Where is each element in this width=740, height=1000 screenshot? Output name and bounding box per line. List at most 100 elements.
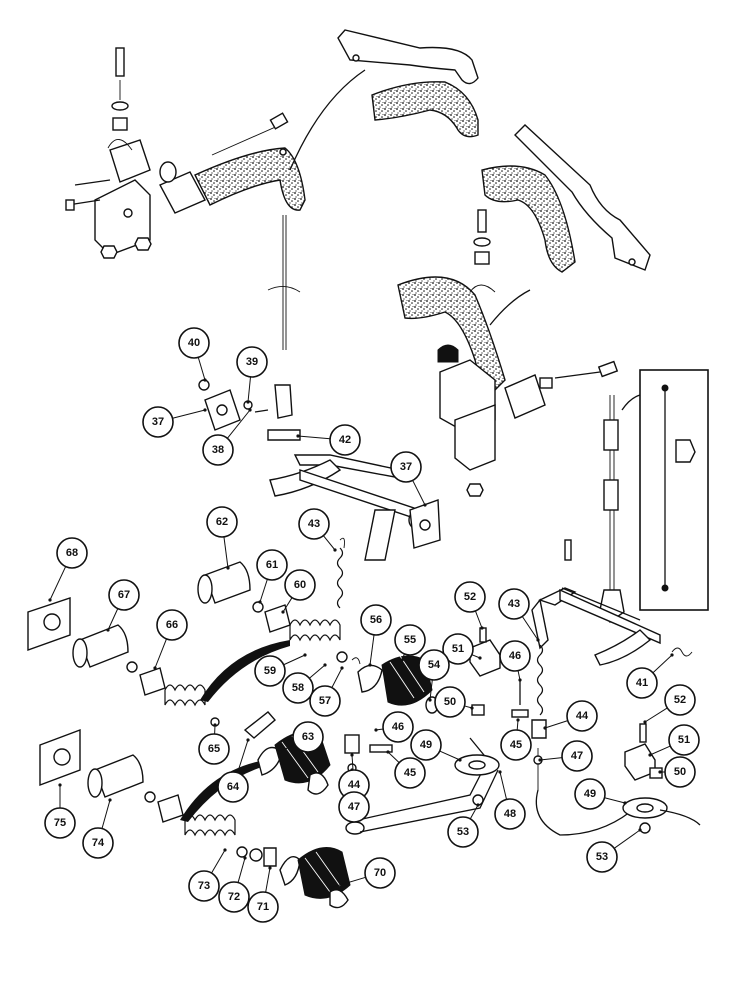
callout-44: 44 [566, 700, 598, 732]
callout-circle [664, 684, 696, 716]
callout-circle [254, 655, 286, 687]
callout-58: 58 [282, 672, 314, 704]
callout-number: 55 [404, 634, 416, 646]
spring [164, 684, 206, 707]
callout-37: 37 [142, 406, 174, 438]
leader-tip [246, 400, 250, 404]
leader-line-51 [649, 745, 671, 756]
leader-line-63 [279, 743, 296, 753]
leader-tip [248, 408, 252, 412]
leader-tip [470, 706, 474, 710]
cable-pulley-assembly [344, 627, 701, 836]
leader-line-53 [613, 829, 641, 849]
leader-line-54 [429, 679, 433, 701]
pin [511, 709, 529, 718]
callout-number: 73 [198, 880, 210, 892]
leader-line-52 [474, 610, 483, 629]
leader-line-40 [197, 357, 206, 381]
callout-circle [364, 857, 396, 889]
leader-tip [516, 718, 520, 722]
callout-number: 45 [404, 767, 416, 779]
callout-circle [434, 686, 466, 718]
callout-circle [382, 711, 414, 743]
callout-circle [664, 756, 696, 788]
callout-circle [566, 700, 598, 732]
callout-circle [236, 346, 268, 378]
callout-63: 63 [292, 721, 324, 753]
callout-circle [82, 827, 114, 859]
callout-73: 73 [188, 870, 220, 902]
rocker-arm [594, 629, 652, 666]
leader-tip [246, 738, 250, 742]
callout-number: 39 [246, 356, 258, 368]
callout-39: 39 [236, 346, 268, 378]
leader-tip [423, 503, 427, 507]
callout-number: 70 [374, 867, 386, 879]
leader-tip [258, 600, 262, 604]
shaft [559, 588, 661, 645]
callout-number: 58 [292, 682, 304, 694]
clevis [274, 384, 293, 419]
callout-circle [329, 424, 361, 456]
leader-line-48 [499, 771, 508, 800]
callout-number: 75 [54, 817, 66, 829]
nut [466, 483, 484, 497]
callout-number: 49 [584, 788, 596, 800]
callout-number: 66 [166, 619, 178, 631]
leader-tip [333, 548, 337, 552]
leader-line-42 [297, 435, 331, 440]
leader-line-45 [516, 719, 519, 731]
leader-line-45 [387, 751, 400, 764]
callout-47: 47 [561, 740, 593, 772]
clip [267, 429, 301, 441]
callout-61: 61 [256, 549, 288, 581]
callout-circle [454, 581, 486, 613]
callout-75: 75 [44, 807, 76, 839]
callout-number: 53 [596, 851, 608, 863]
leader-tip [643, 720, 647, 724]
leader-line-44 [351, 754, 354, 771]
right-rocker-shaft [531, 587, 661, 666]
bolt [115, 47, 125, 77]
leader-tip [203, 408, 207, 412]
callout-50: 50 [664, 756, 696, 788]
callout-circle [178, 327, 210, 359]
callout-number: 61 [266, 559, 278, 571]
callout-number: 51 [678, 734, 690, 746]
bushing [471, 704, 485, 716]
callout-52: 52 [664, 684, 696, 716]
callout-circle [202, 434, 234, 466]
leader-tip [368, 663, 372, 667]
callout-number: 37 [152, 416, 164, 428]
callout-43: 43 [498, 588, 530, 620]
leader-tip [374, 728, 378, 732]
callout-circle [498, 588, 530, 620]
leader-line-38 [226, 409, 251, 439]
leader-line-47 [539, 757, 563, 761]
callout-number: 37 [400, 461, 412, 473]
callout-45: 45 [394, 757, 426, 789]
callout-68: 68 [56, 537, 88, 569]
lever-bracket [94, 179, 151, 256]
leader-tip [518, 678, 522, 682]
leader-line-64 [237, 739, 249, 773]
callout-45: 45 [500, 729, 532, 761]
callout-number: 46 [509, 650, 521, 662]
callout-43: 43 [298, 508, 330, 540]
leader-tip [153, 666, 157, 670]
handle-bar [337, 29, 479, 85]
callout-number: 57 [319, 695, 331, 707]
callout-circle [668, 724, 700, 756]
callout-circle [44, 807, 76, 839]
callout-47: 47 [338, 791, 370, 823]
bushing [649, 767, 663, 779]
pin [369, 744, 393, 753]
callout-circle [218, 881, 250, 913]
callout-number: 63 [302, 731, 314, 743]
callout-circle [338, 791, 370, 823]
callout-number: 41 [636, 677, 648, 689]
callout-50: 50 [434, 686, 466, 718]
callout-number: 50 [674, 766, 686, 778]
callout-number: 60 [294, 579, 306, 591]
callout-circle [292, 721, 324, 753]
